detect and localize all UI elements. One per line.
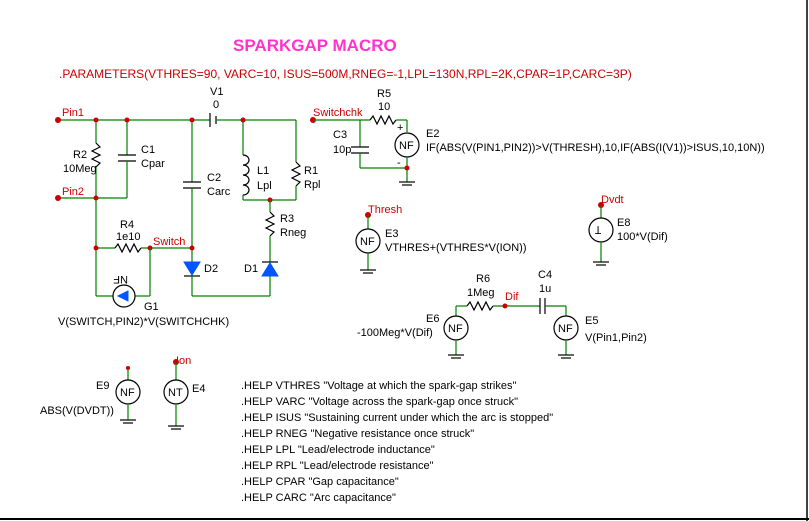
- r3-resistor: [264, 211, 276, 237]
- e8-expr: 100*V(Dif): [617, 231, 668, 243]
- e4-label: E4: [192, 383, 205, 395]
- g1-label: G1: [144, 301, 159, 313]
- d1-diode: [261, 262, 279, 277]
- help-line: .HELP VTHRES "Voltage at which the spark…: [241, 380, 516, 392]
- switchchk-label: Switchchk: [313, 107, 363, 119]
- ion-label: Ion: [176, 355, 191, 367]
- pin2-label: Pin2: [62, 186, 84, 198]
- r2-resistor: [90, 142, 102, 168]
- r3-value: Rneg: [280, 227, 306, 239]
- e9-symbol: NF: [120, 387, 135, 399]
- r6-value: 1Meg: [467, 287, 495, 299]
- dif-block: R6 1Meg Dif C4 1u NF E6 -100Meg*V(Dif) N…: [357, 269, 647, 359]
- switchchk-block: Switchchk R5 10 C3 10p NF + - E2 IF(ABS(…: [310, 88, 765, 186]
- d2-diode: [183, 261, 201, 276]
- r3-label: R3: [280, 213, 294, 225]
- r6-label: R6: [476, 273, 490, 285]
- schematic-title: SPARKGAP MACRO: [233, 36, 397, 55]
- c2-label: C2: [207, 172, 221, 184]
- d1-label: D1: [244, 263, 258, 275]
- parameters-line: .PARAMETERS(VTHRES=90, VARC=10, ISUS=500…: [59, 67, 632, 81]
- help-line: .HELP LPL "Lead/electrode inductance": [241, 444, 435, 456]
- e2-symbol: NF: [399, 140, 414, 152]
- c1-value: Cpar: [141, 158, 165, 170]
- c4-value: 1u: [539, 283, 551, 295]
- r1-label: R1: [304, 165, 318, 177]
- e9-label: E9: [96, 380, 109, 392]
- help-line: .HELP CARC "Arc capacitance": [241, 492, 396, 504]
- help-lines: .HELP VTHRES "Voltage at which the spark…: [241, 380, 553, 504]
- c4-label: C4: [538, 269, 552, 281]
- help-line: .HELP RPL "Lead/electrode resistance": [241, 460, 434, 472]
- l1-value: Lpl: [257, 180, 272, 192]
- v1-source: [209, 113, 226, 127]
- r5-resistor: [369, 114, 397, 126]
- e2-minus: -: [397, 157, 401, 169]
- r5-value: 10: [378, 101, 390, 113]
- e2-expr: IF(ABS(V(PIN1,PIN2))>V(THRESH),10,IF(ABS…: [426, 142, 765, 154]
- help-line: .HELP ISUS "Sustaining current under whi…: [241, 412, 553, 424]
- help-line: .HELP RNEG "Negative resistance once str…: [241, 428, 474, 440]
- c1-label: C1: [141, 144, 155, 156]
- g1-arrow-icon: [116, 290, 129, 302]
- main-network: V1 0 Pin1 R2 10Meg C1 Cpar Pin2 R4 1e10 …: [55, 86, 321, 328]
- e3-symbol: NF: [360, 236, 375, 248]
- r5-label: R5: [377, 88, 391, 100]
- e5-symbol: NF: [558, 323, 573, 335]
- l1-inductor: [242, 154, 250, 196]
- r4-label: R4: [120, 219, 134, 231]
- e8-label: E8: [617, 217, 630, 229]
- e9-block: NF E9 ABS(V(DVDT)): [40, 366, 141, 424]
- r1-resistor: [290, 161, 302, 187]
- e2-label: E2: [426, 128, 439, 140]
- e3-expr: VTHRES+(VTHRES*V(ION)): [385, 242, 527, 254]
- e8-symbol: Ʇ: [595, 225, 601, 237]
- r6-resistor: [466, 300, 494, 312]
- thresh-label: Thresh: [368, 204, 402, 216]
- g1-expr: V(SWITCH,PIN2)*V(SWITCHCHK): [58, 316, 229, 328]
- d2-label: D2: [204, 263, 218, 275]
- e4-block: Ion NT E4: [163, 355, 205, 430]
- dif-label: Dif: [505, 291, 519, 303]
- e6-label: E6: [426, 313, 439, 325]
- r4-value: 1e10: [116, 231, 140, 243]
- e6-expr: -100Meg*V(Dif): [357, 327, 433, 339]
- dvdt-block: Dvdt Ʇ E8 100*V(Dif): [588, 194, 668, 266]
- c3-value: 10p: [333, 144, 351, 156]
- l1-label: L1: [257, 165, 269, 177]
- g1-symbol: NF: [113, 273, 128, 285]
- e5-expr: V(Pin1,Pin2): [585, 332, 647, 344]
- e9-expr: ABS(V(DVDT)): [40, 405, 114, 417]
- dvdt-label: Dvdt: [601, 194, 624, 206]
- pin1-node: [55, 117, 61, 123]
- e3-label: E3: [385, 228, 398, 240]
- dif-node: [502, 303, 508, 309]
- help-line: .HELP VARC "Voltage across the spark-gap…: [241, 396, 518, 408]
- pin1-label: Pin1: [62, 107, 84, 119]
- r2-label: R2: [73, 149, 87, 161]
- pin2-node: [55, 195, 61, 201]
- c2-value: Carc: [207, 186, 231, 198]
- r4-resistor: [114, 242, 142, 254]
- r2-value: 10Meg: [63, 163, 97, 175]
- thresh-block: Thresh NF E3 VTHRES+(VTHRES*V(ION)): [355, 204, 527, 274]
- help-line: .HELP CPAR "Gap capacitance": [241, 476, 399, 488]
- c3-label: C3: [333, 129, 347, 141]
- e5-label: E5: [585, 315, 598, 327]
- switch-label: Switch: [153, 236, 185, 248]
- r1-value: Rpl: [304, 179, 321, 191]
- v1-label: V1: [210, 86, 223, 98]
- e2-plus: +: [397, 122, 403, 134]
- e6-symbol: NF: [448, 323, 463, 335]
- e4-symbol: NT: [168, 387, 183, 399]
- v1-value: 0: [213, 99, 219, 111]
